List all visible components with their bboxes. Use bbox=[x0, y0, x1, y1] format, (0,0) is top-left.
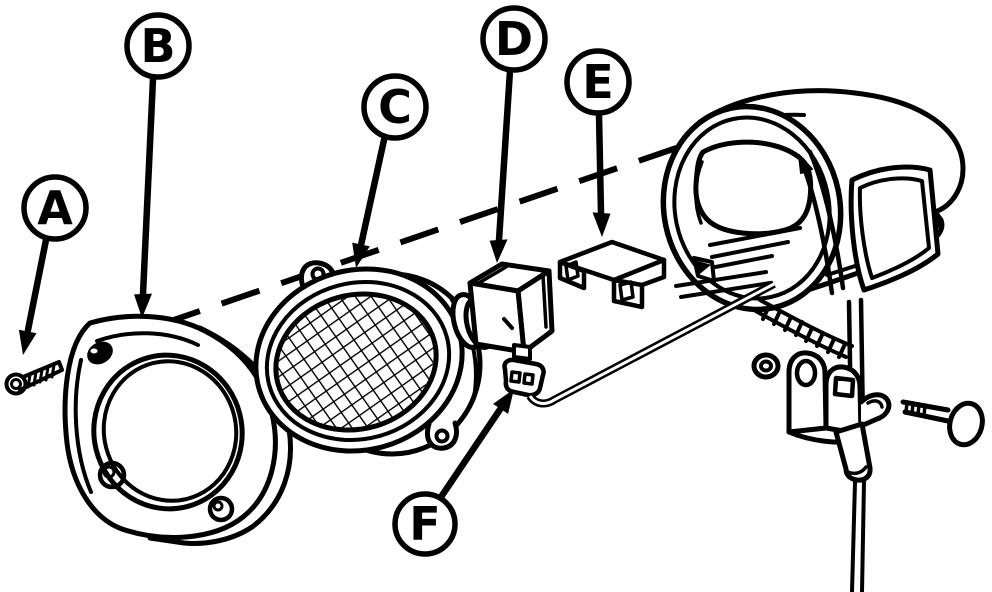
headlamp-housing bbox=[660, 88, 985, 592]
connector-latch bbox=[502, 317, 514, 330]
callout-a: A bbox=[21, 174, 89, 242]
housing-reflection-streak-2 bbox=[710, 240, 790, 259]
screw bbox=[4, 360, 64, 396]
bolt bbox=[900, 399, 985, 448]
arrow-a bbox=[18, 236, 50, 355]
callout-a-letter: A bbox=[37, 181, 73, 235]
housing-reflection-streak-5 bbox=[679, 281, 772, 299]
bracket-left-plate bbox=[786, 350, 829, 435]
clip-hole-1 bbox=[509, 370, 522, 384]
housing-reflector-opening bbox=[693, 139, 814, 237]
lamp-rim-middle bbox=[264, 279, 452, 443]
arrow-c bbox=[352, 136, 388, 268]
bezel-inner-left-line bbox=[73, 358, 93, 494]
callout-f-letter: F bbox=[409, 497, 440, 551]
housing-divider-line-2 bbox=[807, 149, 846, 291]
wire-clip bbox=[502, 357, 546, 398]
retainer-right-tab-hole bbox=[618, 280, 635, 302]
housing-lower-seam-shadow bbox=[695, 260, 711, 275]
cable-sleeve bbox=[833, 421, 873, 483]
bezel-screw-hole-bottom-left bbox=[97, 460, 127, 490]
arrow-d bbox=[489, 67, 514, 263]
callout-b-letter: B bbox=[140, 19, 175, 73]
leader-arrows bbox=[18, 67, 611, 501]
bezel-screw-hole-bottom-left-inner bbox=[102, 465, 116, 479]
callout-f: F bbox=[392, 491, 458, 557]
housing-reflection-streak-1 bbox=[708, 226, 802, 247]
connector-edge-line-2 bbox=[541, 273, 548, 329]
bracket-square-hole bbox=[832, 375, 856, 399]
callout-b: B bbox=[124, 12, 192, 80]
connector-bottom-tab bbox=[512, 343, 532, 361]
callout-e-letter: E bbox=[582, 55, 613, 109]
callout-e: E bbox=[564, 48, 632, 116]
housing-reflection-streak-4 bbox=[674, 270, 768, 288]
clip-hole-2 bbox=[522, 372, 535, 386]
mounting-bracket bbox=[786, 350, 892, 445]
arrow-f bbox=[437, 389, 514, 501]
screw-head-inner bbox=[10, 378, 22, 390]
arrow-b bbox=[134, 75, 157, 318]
bracket-flange-inner bbox=[866, 399, 884, 409]
bezel-screw-hole-bottom-right-inner bbox=[212, 500, 224, 512]
lamp-ear-bottom-right bbox=[425, 420, 460, 451]
bezel-screw-hole-top-highlight bbox=[90, 348, 98, 354]
power-cable bbox=[850, 480, 866, 592]
callout-c-letter: C bbox=[378, 80, 412, 134]
housing-front-rim-inner bbox=[672, 115, 832, 301]
bezel-opening-outer bbox=[91, 352, 245, 512]
connector-block bbox=[450, 261, 555, 361]
connector-front-face bbox=[467, 280, 527, 355]
retaining-wire bbox=[526, 280, 776, 408]
bezel-screw-hole-bottom-right bbox=[207, 495, 235, 523]
bezel-screw-hole-top bbox=[87, 341, 113, 365]
connector-edge-line-1 bbox=[475, 265, 508, 286]
bezel-trim-ring bbox=[62, 313, 293, 546]
bezel-opening-inner bbox=[101, 359, 239, 503]
housing-hatch-band bbox=[752, 298, 854, 359]
arrow-e bbox=[592, 110, 611, 237]
housing-opening-left-line bbox=[694, 160, 704, 225]
nut bbox=[751, 352, 781, 380]
bolt-head bbox=[947, 400, 985, 448]
housing-divider-notch bbox=[798, 154, 813, 174]
callouts: A B C D E F bbox=[21, 5, 632, 557]
retainer-right-edge bbox=[639, 257, 667, 288]
callout-d-letter: D bbox=[495, 12, 533, 66]
housing-side-window-inner bbox=[857, 176, 931, 280]
retainer-bracket bbox=[557, 239, 667, 310]
screw-threads bbox=[26, 363, 56, 389]
retainer-left-tab-hole bbox=[564, 260, 580, 282]
lamp-grille-mesh bbox=[273, 291, 439, 433]
bracket-round-hole bbox=[794, 358, 818, 388]
bezel-inner-top-line bbox=[95, 331, 200, 347]
callout-c: C bbox=[361, 73, 429, 141]
callout-d: D bbox=[480, 5, 548, 73]
